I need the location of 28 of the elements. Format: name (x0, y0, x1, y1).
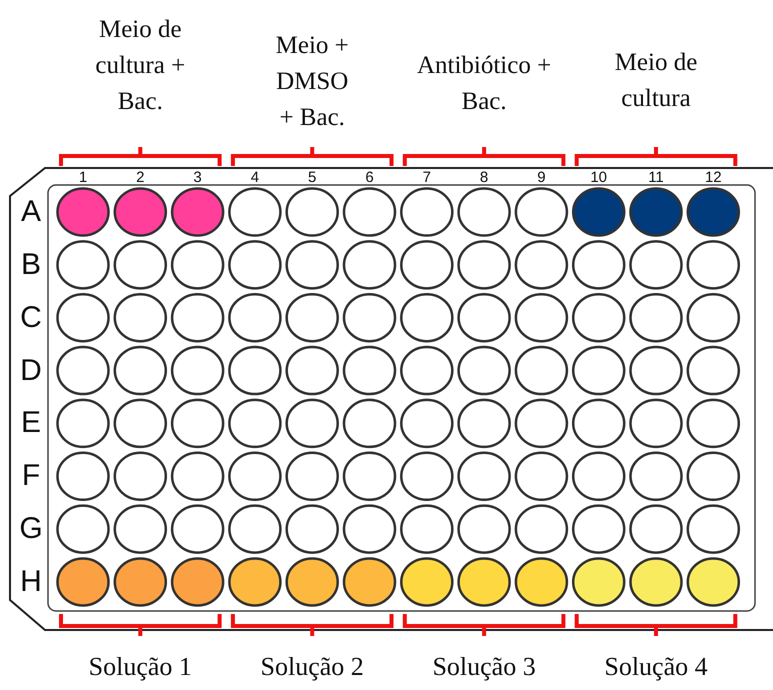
row-letter: E (20, 407, 42, 440)
row-letter: D (19, 354, 43, 387)
column-number: 4 (250, 170, 260, 186)
column-number: 3 (192, 170, 203, 186)
column-number: 5 (307, 170, 318, 186)
row-letter: A (20, 196, 42, 228)
column-number: 1 (78, 170, 88, 186)
solution-label: Solução 3 (431, 652, 537, 682)
group-label: Meio de cultura + Bac. (94, 15, 186, 117)
group-label: Meio + DMSO + Bac. (274, 31, 350, 133)
row-letter: F (20, 460, 42, 492)
row-letter: B (20, 248, 42, 281)
column-number: 10 (589, 170, 608, 186)
column-number: 12 (704, 170, 723, 186)
solution-label: Solução 1 (88, 652, 193, 682)
column-number: 11 (647, 170, 665, 186)
solution-label: Solução 4 (603, 652, 709, 682)
column-number: 6 (364, 170, 375, 186)
column-number: 7 (422, 170, 432, 186)
column-number: 8 (478, 170, 490, 186)
group-label: Meio de cultura (614, 48, 698, 114)
group-label: Antibiótico + Bac. (416, 51, 552, 117)
column-number: 9 (536, 170, 547, 186)
solution-label: Solução 2 (260, 652, 365, 682)
row-letter: G (18, 513, 44, 546)
row-letter: C (19, 302, 43, 334)
column-number: 2 (135, 170, 146, 186)
row-letter: H (19, 566, 43, 598)
